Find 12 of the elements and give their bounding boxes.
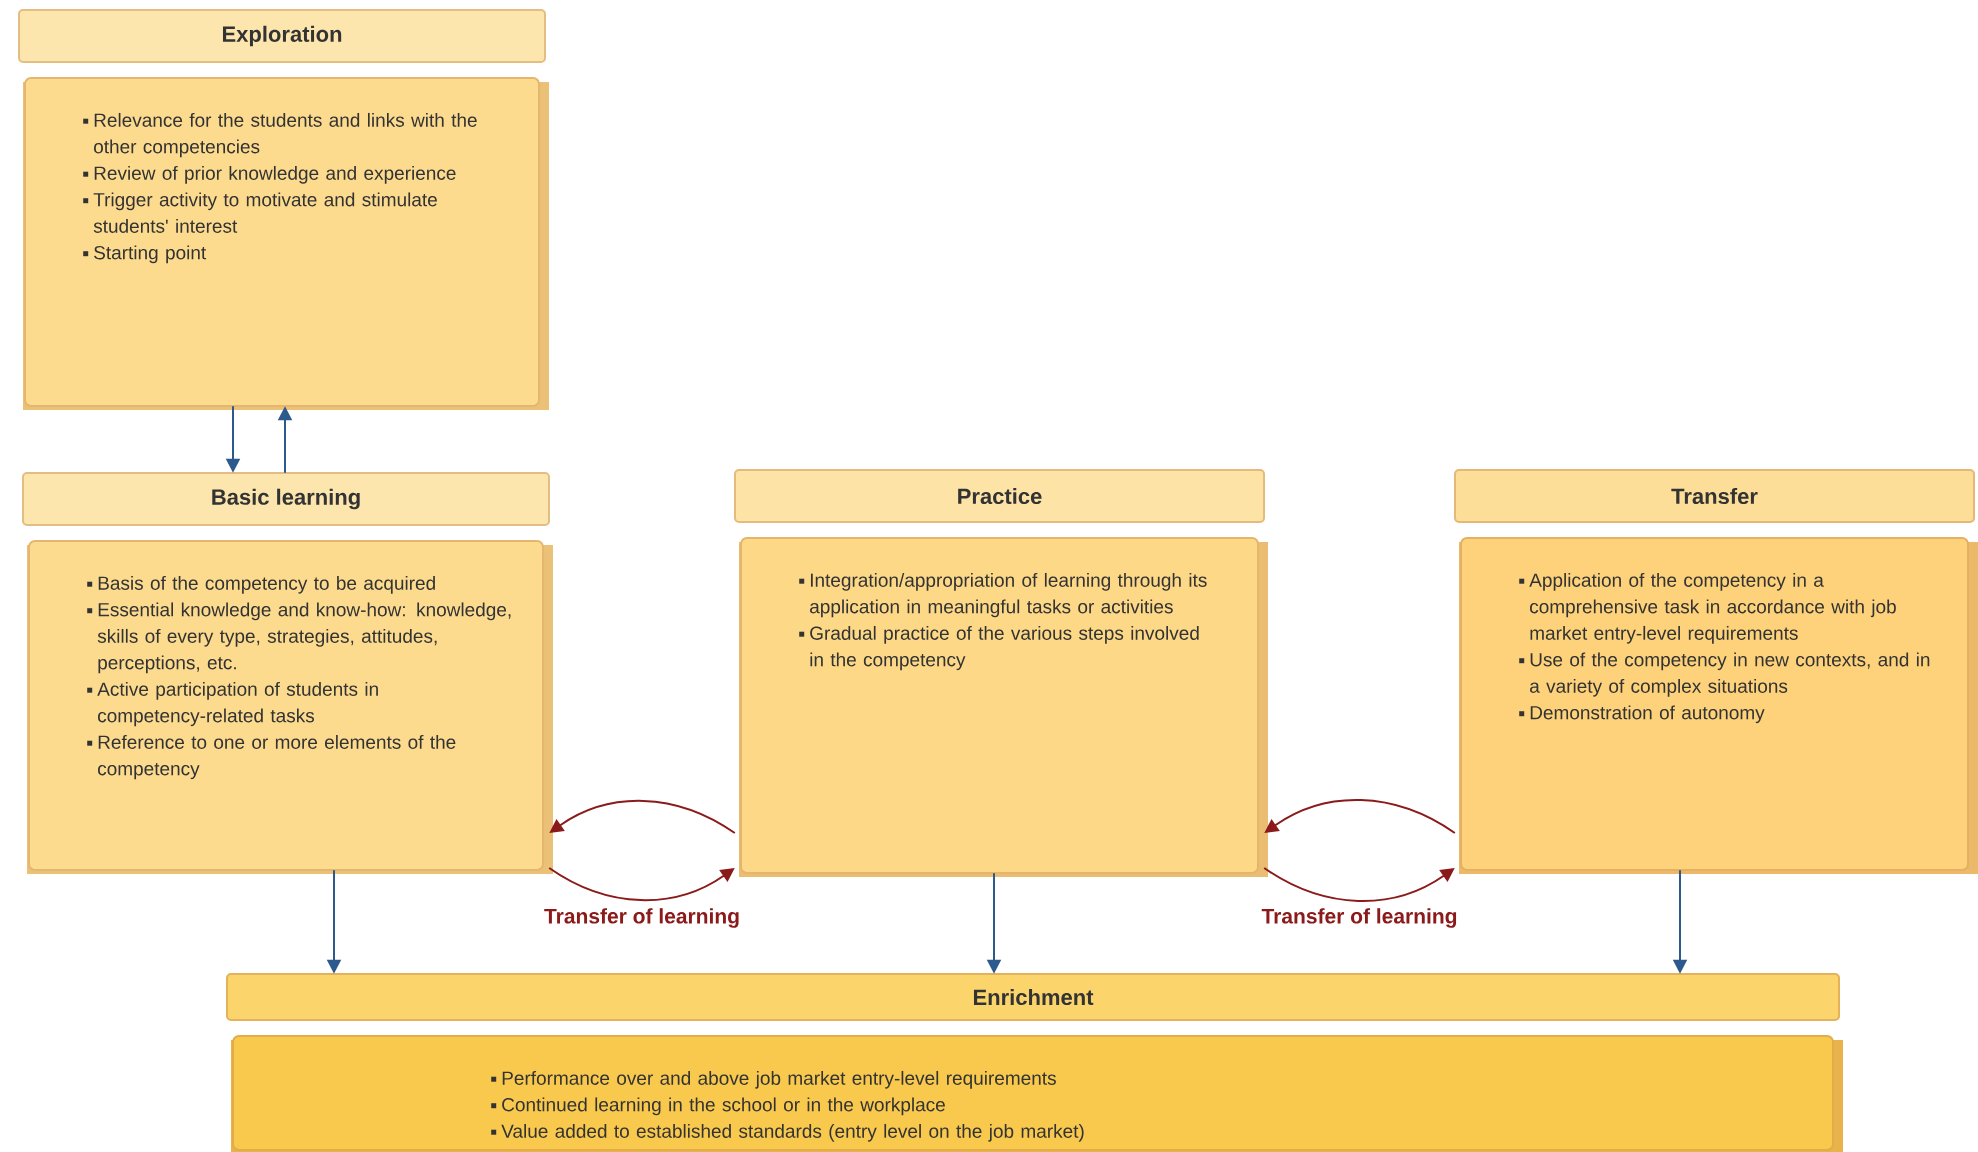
process-box: Exploration Relevance for the students and links with the other competencies Review of prior knowledge and experience Trigger activity to motivate and stimulate students' interest Starting point [18,9,549,410]
node-label: Exploration [222,25,342,47]
process-box: Basic learning Basis of the competency to be acquired Essential knowledge and know-how: knowledge, skills of every type, strategies, attitudes, perceptions, etc. Active participation of students in competency-related tasks Reference to one or more elements of the competency [22,472,553,874]
process-box: Transfer Application of the competency in a comprehensive task in accordance with job market entry-level requirements Use of the competency in new contexts, and in a variety of complex situations Demonstration of autonomy [1454,469,1978,874]
edge-label: Transfer of learning [544,908,739,928]
process-box: Practice Integration/appropriation of learning through its application in meaningful tasks or activities Gradual practice of the various steps involved in the competency [734,469,1268,877]
node-label: Basic learning [212,488,360,510]
edge-label: Transfer of learning [1261,908,1457,928]
node-label: Transfer [1671,487,1758,505]
node-label: Enrichment [973,988,1094,1006]
process-box: Enrichment Performance over and above job market entry-level requirements Continued learning in the school or in the workplace Value added to established standards (entry level on the job market) [226,973,1843,1152]
node-label: Practice [958,487,1042,505]
